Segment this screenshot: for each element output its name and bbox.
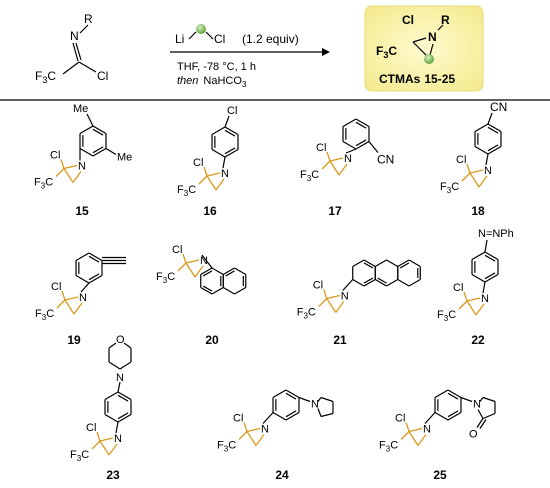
- aziridine-cl-label: Cl: [456, 154, 466, 166]
- aziridine-f3c-label: F3C: [300, 169, 319, 183]
- chloro-label: Cl: [227, 105, 237, 117]
- morpholine-o-label: O: [116, 334, 125, 346]
- aziridine-cl-label: Cl: [233, 413, 243, 425]
- product-r-label: R: [441, 13, 450, 27]
- aziridine-f3c-label: F3C: [34, 177, 53, 191]
- compound-number: 15: [75, 204, 89, 218]
- aziridine-f3c-label: F3C: [297, 307, 316, 321]
- aziridine-cl-label: Cl: [193, 157, 203, 169]
- methyl-label: Me: [117, 152, 132, 164]
- aziridine-cl-label: Cl: [51, 281, 61, 293]
- compound-number: 22: [471, 333, 485, 347]
- reagent-cl-label: Cl: [214, 32, 225, 46]
- lactam-n-label: N: [473, 399, 481, 411]
- aziridine-f3c-label: F3C: [156, 271, 175, 285]
- aziridine-cl-label: Cl: [313, 280, 323, 292]
- reaction-arrow: [170, 48, 330, 56]
- starting-material: R N F3C Cl: [35, 12, 108, 85]
- product-n-label: N: [428, 30, 437, 44]
- aziridine-f3c-label: F3C: [437, 309, 456, 323]
- aziridine-n-label: N: [114, 433, 122, 445]
- compound-number: 25: [433, 468, 447, 482]
- aziridine-cl-label: Cl: [453, 282, 463, 294]
- aziridine-n-label: N: [78, 161, 86, 173]
- aziridine-cl-label: Cl: [172, 244, 182, 256]
- aziridine-cl-label: Cl: [50, 150, 60, 162]
- methyl-label: Me: [73, 103, 88, 115]
- aziridine-n-label: N: [481, 293, 489, 305]
- sm-r-label: R: [84, 12, 93, 26]
- reagent-li-label: Li: [175, 32, 184, 46]
- aziridine-cl-label: Cl: [86, 422, 96, 434]
- aziridine-n-label: N: [341, 291, 349, 303]
- aziridine-n-label: N: [200, 255, 208, 267]
- aziridine-f3c-label: F3C: [440, 181, 459, 195]
- cyano-label: CN: [490, 100, 507, 114]
- morpholine-n-label: N: [116, 372, 124, 384]
- aziridine-n-label: N: [79, 292, 87, 304]
- condition-line-1: THF, -78 °C, 1 h: [177, 61, 256, 73]
- aziridine-n-label: N: [423, 424, 431, 436]
- sm-n-label: N: [70, 29, 79, 43]
- aziridine-f3c-label: F3C: [379, 440, 398, 454]
- azo-label: N=NPh: [478, 228, 514, 240]
- carbenoid-node: [196, 24, 206, 34]
- compound-grid: MeMeNClF3C15ClNClF3C16CNNClF3C17CNNClF3C…: [34, 100, 514, 482]
- compound-number: 21: [333, 333, 347, 347]
- sm-cl-label: Cl: [97, 69, 108, 83]
- compound-number: 18: [471, 204, 485, 218]
- compound-number: 19: [67, 333, 81, 347]
- compound-number: 17: [328, 204, 342, 218]
- compound-number: 24: [275, 468, 289, 482]
- product-f3c-label: F3C: [376, 44, 397, 60]
- product-cl-label: Cl: [402, 13, 414, 27]
- aziridine-f3c-label: F3C: [35, 308, 54, 322]
- product-carbon-node: [424, 54, 434, 64]
- aziridine-n-label: N: [221, 168, 229, 180]
- aziridine-f3c-label: F3C: [70, 449, 89, 463]
- sm-f3c-label: F3C: [35, 69, 56, 85]
- aziridine-n-label: N: [344, 153, 352, 165]
- aziridine-n-label: N: [261, 424, 269, 436]
- aziridine-n-label: N: [484, 165, 492, 177]
- compound-number: 20: [205, 333, 219, 347]
- reagent-equiv: (1.2 equiv): [242, 32, 299, 46]
- reagent: Li Cl (1.2 equiv): [175, 24, 299, 46]
- compound-number: 16: [203, 204, 217, 218]
- aziridine-f3c-label: F3C: [177, 184, 196, 198]
- pyrrolidine-n-label: N: [311, 399, 319, 411]
- aziridine-cl-label: Cl: [316, 142, 326, 154]
- lactam-o-label: O: [469, 429, 478, 441]
- cyano-label: CN: [377, 153, 394, 167]
- aziridine-f3c-label: F3C: [217, 440, 236, 454]
- compound-number: 23: [106, 468, 120, 482]
- aziridine-cl-label: Cl: [395, 413, 405, 425]
